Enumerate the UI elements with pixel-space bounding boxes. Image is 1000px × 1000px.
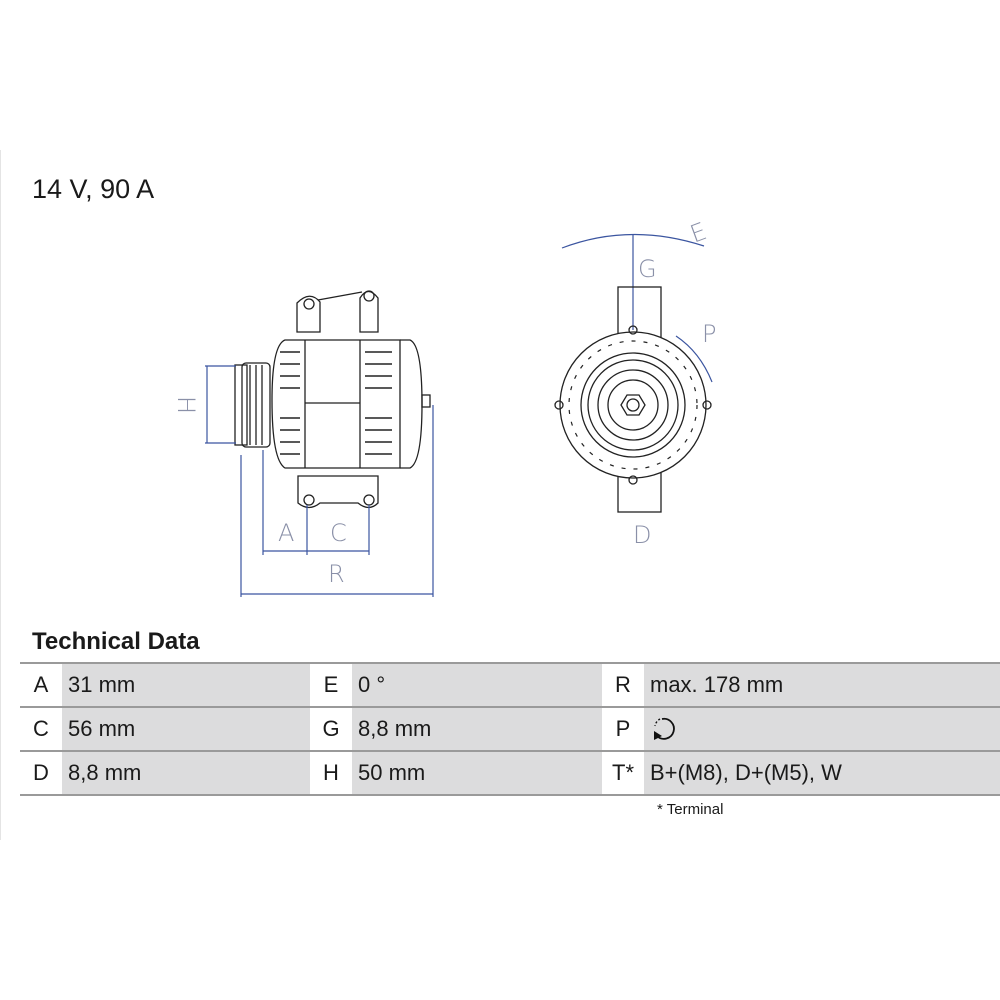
dimension-labels: H A C R E G P D	[172, 217, 716, 588]
value-cell: 0 °	[352, 662, 602, 708]
value-cell: 8,8 mm	[62, 750, 310, 796]
pulley-hub	[234, 364, 248, 446]
footnote: * Terminal	[657, 801, 724, 818]
technical-data-table: A 31 mm E 0 ° R max. 178 mm C 56 mm G 8,…	[20, 662, 1000, 796]
value-cell: 56 mm	[62, 706, 310, 752]
label-p: P	[702, 320, 716, 348]
front-view	[554, 286, 712, 513]
value-cell: 8,8 mm	[352, 706, 602, 752]
housing	[271, 339, 401, 469]
table-row: A 31 mm E 0 ° R max. 178 mm	[20, 662, 1000, 708]
key-cell: G	[310, 706, 352, 752]
pulley	[241, 362, 271, 448]
table-row: D 8,8 mm H 50 mm T* B+(M8), D+(M5), W	[20, 750, 1000, 796]
key-cell: A	[20, 662, 62, 708]
rotation-direction-icon	[654, 717, 675, 740]
key-cell: D	[20, 750, 62, 796]
key-cell: R	[602, 662, 644, 708]
value-cell: B+(M8), D+(M5), W	[644, 750, 1000, 796]
key-cell: E	[310, 662, 352, 708]
page-title: 14 V, 90 A	[32, 174, 155, 204]
value-cell: 31 mm	[62, 662, 310, 708]
label-a: A	[278, 519, 294, 547]
key-cell: C	[20, 706, 62, 752]
page-edge	[0, 150, 1, 840]
dimension-lines	[205, 233, 713, 597]
technical-data-heading: Technical Data	[32, 628, 200, 655]
value-cell: max. 178 mm	[644, 662, 1000, 708]
label-g: G	[638, 255, 657, 283]
label-r: R	[328, 560, 345, 588]
value-cell	[644, 706, 1000, 752]
label-e: E	[686, 217, 710, 249]
key-cell: P	[602, 706, 644, 752]
key-cell: T*	[602, 750, 644, 796]
value-cell: 50 mm	[352, 750, 602, 796]
side-view	[234, 290, 431, 509]
label-c: C	[330, 519, 347, 547]
table-row: C 56 mm G 8,8 mm P	[20, 706, 1000, 752]
label-d: D	[633, 521, 651, 549]
key-cell: H	[310, 750, 352, 796]
alternator-drawing: H A C R E G P D	[172, 217, 716, 597]
label-h: H	[172, 396, 200, 414]
